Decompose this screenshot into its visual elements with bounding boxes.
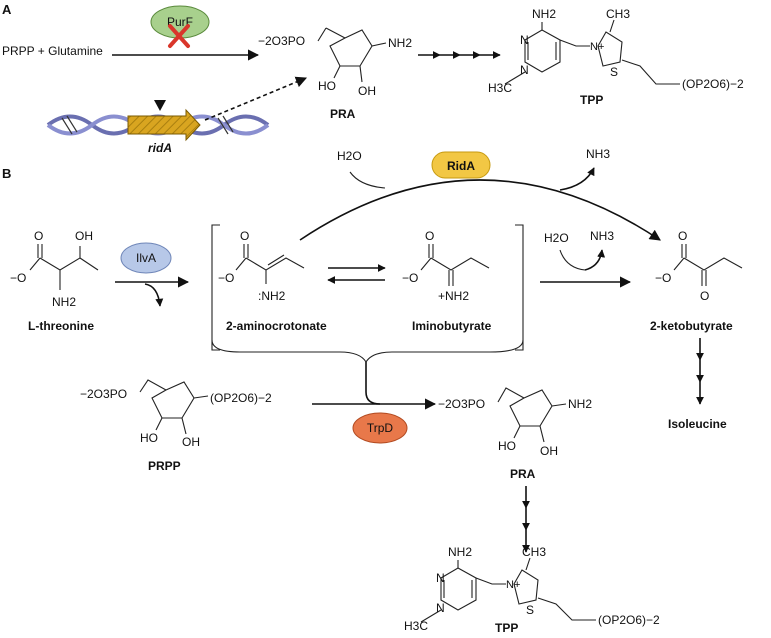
ketobutyrate-molecule: O −O O 2-ketobutyrate (650, 229, 743, 333)
svg-text:NH2: NH2 (388, 36, 412, 50)
ammonia-label-1: NH3 (586, 147, 610, 161)
trpD-enzyme: TrpD (352, 412, 408, 444)
pra-label-b: PRA (510, 467, 536, 481)
ridA-arc-arrow (299, 179, 661, 241)
svg-text:O: O (240, 229, 249, 243)
pra-molecule-b: −2O3PO NH2 HO OH PRA (438, 387, 592, 481)
svg-text:N+: N+ (590, 41, 604, 53)
svg-text:O: O (34, 229, 43, 243)
ammonia-out-arc-2 (584, 249, 606, 271)
ridA-gene (127, 108, 201, 142)
svg-text:NH2: NH2 (52, 295, 76, 309)
aminocrotonate-molecule: O −O :NH2 2-aminocrotonate (218, 229, 327, 333)
svg-text::NH2: :NH2 (258, 289, 286, 303)
svg-text:CH3: CH3 (606, 7, 630, 21)
svg-text:H3C: H3C (488, 81, 512, 95)
ridA-dashed-arrow (204, 76, 308, 121)
intermediate-bracket-left (211, 224, 220, 351)
brace-to-trpD-curve (365, 362, 381, 405)
svg-text:−2O3PO: −2O3PO (258, 34, 305, 48)
isoleucine-label: Isoleucine (668, 417, 727, 431)
svg-text:−2O3PO: −2O3PO (438, 397, 485, 411)
intermediate-bracket-right (515, 224, 524, 351)
ilvA-enzyme: IlvA (120, 242, 172, 274)
iminobutyrate-molecule: O −O +NH2 Iminobutyrate (402, 229, 492, 333)
svg-text:NH2: NH2 (448, 545, 472, 559)
iminobutyrate-label: Iminobutyrate (412, 319, 492, 333)
svg-text:−O: −O (10, 271, 26, 285)
equilibrium-arrows (327, 264, 386, 284)
gene-label: ridA (148, 141, 172, 155)
svg-text:NH2: NH2 (568, 397, 592, 411)
insertion-marker-icon (154, 100, 166, 111)
ketobutyrate-label: 2-ketobutyrate (650, 319, 733, 333)
water-label-1: H2O (337, 149, 362, 163)
panel-label-b: B (2, 166, 11, 181)
svg-text:S: S (526, 603, 534, 617)
svg-text:NH2: NH2 (532, 7, 556, 21)
svg-text:N: N (436, 571, 445, 585)
water-label-2: H2O (544, 231, 569, 245)
svg-text:+NH2: +NH2 (438, 289, 469, 303)
svg-text:−2O3PO: −2O3PO (80, 387, 127, 401)
ilvA-side-product-arc (144, 283, 164, 307)
inhibition-cross-icon (168, 24, 190, 48)
tpp-label-a: TPP (580, 93, 603, 107)
svg-text:S: S (610, 65, 618, 79)
svg-text:−O: −O (402, 271, 418, 285)
svg-text:HO: HO (318, 79, 336, 93)
svg-text:HO: HO (140, 431, 158, 445)
water-in-arc-2 (559, 249, 586, 271)
svg-text:−O: −O (218, 271, 234, 285)
svg-text:N: N (436, 601, 445, 615)
water-in-arc-1 (349, 171, 386, 189)
tpp-molecule-a: NH2 N N H3C N+ S CH3 (OP2O6)−2 TPP (488, 7, 744, 107)
threonine-label: L-threonine (28, 319, 94, 333)
svg-text:−O: −O (655, 271, 671, 285)
svg-text:(OP2O6)−2: (OP2O6)−2 (682, 77, 744, 91)
svg-text:HO: HO (498, 439, 516, 453)
svg-text:IlvA: IlvA (136, 251, 156, 265)
svg-text:O: O (700, 289, 709, 303)
ammonia-out-arc-1 (559, 167, 595, 191)
svg-text:(OP2O6)−2: (OP2O6)−2 (598, 613, 660, 627)
svg-text:O: O (425, 229, 434, 243)
svg-text:OH: OH (540, 444, 558, 458)
pra-molecule-a: −2O3PO NH2 HO OH PRA (258, 27, 412, 121)
svg-text:N: N (520, 63, 529, 77)
ridA-enzyme: RidA (431, 151, 491, 179)
svg-text:CH3: CH3 (522, 545, 546, 559)
svg-text:OH: OH (75, 229, 93, 243)
intermediates-brace (211, 339, 524, 364)
prpp-molecule: −2O3PO (OP2O6)−2 HO OH PRPP (80, 379, 272, 473)
svg-text:O: O (678, 229, 687, 243)
threonine-molecule: O OH −O NH2 L-threonine (10, 229, 99, 333)
svg-text:OH: OH (358, 84, 376, 98)
svg-text:H3C: H3C (404, 619, 428, 633)
aminocrotonate-label: 2-aminocrotonate (226, 319, 327, 333)
panel-label-a: A (2, 2, 12, 17)
svg-text:N+: N+ (506, 579, 520, 591)
svg-text:TrpD: TrpD (367, 421, 394, 435)
prpp-label: PRPP (148, 459, 181, 473)
svg-text:OH: OH (182, 435, 200, 449)
svg-text:N: N (520, 33, 529, 47)
pra-label-a: PRA (330, 107, 356, 121)
tpp-label-b: TPP (495, 621, 518, 633)
tpp-molecule-b: NH2 N N H3C N+ S CH3 (OP2O6)−2 TPP (404, 545, 660, 635)
substrates-label: PRPP + Glutamine (2, 44, 103, 58)
svg-text:RidA: RidA (447, 159, 475, 173)
svg-text:(OP2O6)−2: (OP2O6)−2 (210, 391, 272, 405)
ammonia-label-2: NH3 (590, 229, 614, 243)
